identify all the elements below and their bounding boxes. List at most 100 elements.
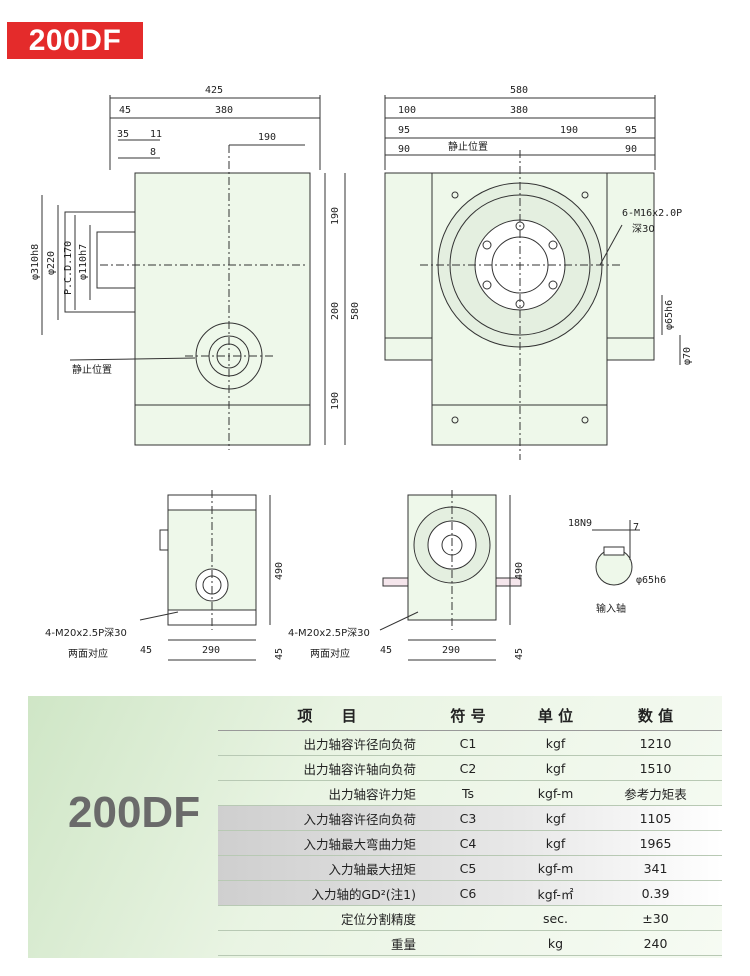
spec-symbol: C2	[459, 760, 477, 776]
dim-text: 190	[330, 207, 341, 225]
spec-unit: sec.	[542, 910, 569, 926]
dim-text: 190	[330, 392, 341, 410]
dim-text: 580	[510, 85, 528, 96]
spec-symbol: C4	[459, 835, 477, 851]
dim-text: 100	[398, 105, 416, 116]
dim-text: 425	[205, 85, 223, 96]
mount-hole-note: 4-M20x2.5P深30	[45, 627, 127, 639]
dim-text: 190	[258, 132, 276, 143]
dia-text: φ70	[682, 347, 693, 365]
spec-unit: kgf	[545, 735, 566, 751]
spec-value: 1510	[639, 760, 672, 776]
dim-text: 11	[150, 129, 162, 140]
header-value: 数 值	[637, 706, 674, 725]
dia-text: φ310h8	[30, 244, 41, 280]
spec-item: 重量	[390, 936, 416, 952]
spec-table-panel: 200DF 项 目 符 号 单 位 数 值 出力轴容许径向负荷 C1 kgf 1…	[28, 696, 722, 958]
spec-value: 1210	[639, 735, 672, 751]
dim-text: 95	[398, 125, 410, 136]
bottom-left-view	[139, 490, 271, 661]
spec-value: 240	[643, 935, 668, 951]
dia-text: φ110h7	[78, 244, 89, 280]
spec-row: 入力轴容许径向负荷 C3 kgf 1105	[218, 806, 722, 831]
input-shaft-label: 输入轴	[596, 602, 626, 615]
spec-value: ±30	[642, 910, 669, 926]
key-depth: 7	[633, 522, 639, 533]
spec-symbol: Ts	[461, 785, 475, 801]
spec-item: 入力轴最大扭矩	[328, 861, 416, 877]
dim-text: 90	[625, 144, 637, 155]
spec-row: 出力轴容许力矩 Ts kgf-m 参考力矩表	[218, 781, 722, 806]
side-view	[384, 95, 681, 460]
spec-unit: kgf-m	[537, 785, 574, 801]
dim-text: 45	[514, 648, 525, 660]
spec-row: 定位分割精度 sec. ±30	[218, 906, 722, 931]
dim-text: 45	[380, 645, 392, 656]
spec-value: 0.39	[641, 885, 670, 901]
spec-unit: kg	[547, 935, 564, 951]
spec-row: 出力轴容许轴向负荷 C2 kgf 1510	[218, 756, 722, 781]
technical-drawing: 425 45 380 35 11 8 190 190 200 580 190 φ…	[30, 85, 693, 661]
spec-value: 341	[643, 860, 668, 876]
spec-unit: kgf-m	[537, 860, 574, 876]
spec-unit: kgf	[545, 835, 566, 851]
dim-text: 35	[117, 129, 129, 140]
spec-item: 入力轴的GD²(注1)	[311, 886, 416, 902]
spec-row: 入力轴最大弯曲力矩 C4 kgf 1965	[218, 831, 722, 856]
dim-text: 190	[560, 125, 578, 136]
stop-position-label: 静止位置	[72, 363, 112, 376]
spec-item: 入力轴容许径向负荷	[303, 811, 416, 827]
mount-hole-note: 两面对应	[68, 647, 108, 660]
header-symbol: 符 号	[450, 706, 486, 725]
spec-row: 入力轴最大扭矩 C5 kgf-m 341	[218, 856, 722, 881]
stop-position-label: 静止位置	[448, 140, 488, 153]
spec-value: 1965	[639, 835, 672, 851]
mount-hole-note: 4-M20x2.5P深30	[288, 627, 370, 639]
dim-text: 290	[202, 645, 220, 656]
dia-text: φ220	[46, 251, 57, 275]
header-unit: 单 位	[537, 706, 574, 725]
shaft-section	[592, 520, 640, 586]
spec-header-row: 项 目 符 号 单 位 数 值	[218, 700, 722, 731]
spec-row: 重量 kg 240	[218, 931, 722, 956]
spec-symbol: C5	[459, 860, 477, 876]
dia-text: φ65h6	[664, 300, 675, 330]
spec-item: 出力轴容许轴向负荷	[303, 761, 416, 777]
dim-text: 290	[442, 645, 460, 656]
spec-model-label: 200DF	[68, 788, 201, 837]
dia-text: P.C.D.170	[63, 241, 74, 295]
dim-text: 580	[350, 302, 361, 320]
spec-item: 出力轴容许径向负荷	[303, 736, 416, 752]
spec-item: 入力轴最大弯曲力矩	[303, 836, 416, 852]
spec-item: 定位分割精度	[340, 911, 416, 927]
key-width: 18N9	[568, 518, 592, 529]
header-item: 项 目	[297, 706, 369, 725]
spec-unit: kgf	[545, 810, 566, 826]
front-view	[41, 95, 346, 450]
spec-row: 入力轴的GD²(注1) C6 kgf-㎡ 0.39	[218, 881, 722, 906]
dim-text: 45	[274, 648, 285, 660]
spec-unit: kgf-㎡	[537, 886, 574, 902]
model-tag: 200DF	[7, 22, 143, 59]
dim-text: 95	[625, 125, 637, 136]
bottom-mid-view	[379, 490, 522, 661]
spec-symbol: C1	[459, 735, 477, 751]
dim-text: 8	[150, 147, 156, 158]
mount-hole-note: 两面对应	[310, 647, 350, 660]
dim-text: 200	[330, 302, 341, 320]
spec-symbol: C3	[459, 810, 477, 826]
spec-value: 1105	[639, 810, 672, 826]
spec-table: 项 目 符 号 单 位 数 值 出力轴容许径向负荷 C1 kgf 1210 出力…	[218, 700, 722, 956]
shaft-dia: φ65h6	[636, 575, 666, 586]
spec-row: 出力轴容许径向负荷 C1 kgf 1210	[218, 731, 722, 756]
thread-depth: 深30	[632, 223, 655, 235]
dim-text: 380	[215, 105, 233, 116]
dim-text: 490	[514, 562, 525, 580]
spec-symbol: C6	[459, 885, 477, 901]
dim-text: 490	[274, 562, 285, 580]
dim-text: 45	[119, 105, 131, 116]
dim-text: 380	[510, 105, 528, 116]
dim-text: 90	[398, 144, 410, 155]
thread-callout: 6-M16x2.0P	[622, 208, 682, 219]
dim-text: 45	[140, 645, 152, 656]
